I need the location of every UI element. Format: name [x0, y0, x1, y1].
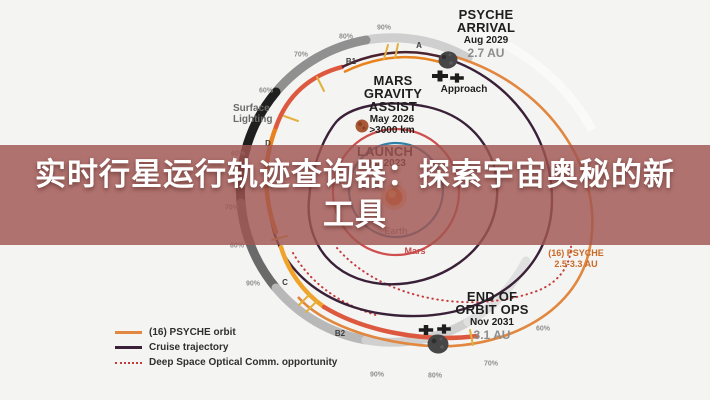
- spacecraft-endops-1-icon: [418, 325, 434, 335]
- phase-d-label: D: [265, 139, 271, 148]
- phase-c-label: C: [282, 278, 288, 287]
- arrival-title-line1: PSYCHE: [458, 7, 514, 22]
- lighting-pct: 80%: [427, 372, 443, 380]
- spacecraft-approach-1-icon: [432, 70, 448, 82]
- mars-assist-line3: ASSIST: [368, 99, 418, 114]
- mars-assist-line2: GRAVITY: [363, 86, 423, 101]
- arrival-title-line2: ARRIVAL: [456, 20, 516, 35]
- lighting-pct: 80%: [338, 33, 354, 41]
- mars-label: Mars: [404, 246, 426, 256]
- mars-assist-date: May 2026: [369, 114, 415, 125]
- spacecraft-icons: [418, 70, 464, 335]
- cruise-key-line: [115, 346, 142, 349]
- endops-distance: 3.1 AU: [473, 328, 511, 342]
- legend-label: (16) PSYCHE orbit: [149, 327, 236, 338]
- phase-c-arc: [278, 244, 327, 310]
- lighting-pct: 90%: [245, 280, 261, 288]
- headline-line2: 工具: [323, 197, 387, 232]
- lighting-pct: 70%: [483, 360, 499, 368]
- legend-item-cruise: Cruise trajectory: [115, 340, 337, 355]
- legend-label: Cruise trajectory: [149, 342, 229, 353]
- psyche-asteroid-endops-icon: [427, 334, 449, 354]
- psyche-range-line1: (16) PSYCHE: [548, 248, 604, 258]
- endops-date: Nov 2031: [470, 317, 514, 328]
- dsoc-dotted-arcs: [292, 242, 573, 317]
- phase-a-label: A: [416, 41, 422, 50]
- endops-line2: ORBIT OPS: [455, 302, 529, 317]
- endops-line1: END OF: [466, 289, 518, 304]
- mars-planet-icon: [355, 119, 369, 133]
- lighting-pct: 90%: [369, 371, 385, 379]
- approach-label: Approach: [440, 84, 488, 95]
- legend-label: Deep Space Optical Comm. opportunity: [149, 357, 338, 368]
- lighting-pct: 70%: [293, 51, 309, 59]
- highlight-swoosh: [476, 27, 596, 133]
- legend-item-psyche-orbit: (16) PSYCHE orbit: [115, 325, 337, 340]
- psyche-orbit-arc: [297, 53, 594, 348]
- surface-lighting-line1: Surface: [233, 103, 270, 114]
- phase-b1-label: B1: [345, 57, 357, 66]
- lighting-pct: 60%: [535, 325, 551, 333]
- arrival-date: Aug 2029: [463, 35, 509, 46]
- headline-banner: 实时行星运行轨迹查询器：探索宇宙奥秘的新 工具: [0, 145, 710, 245]
- surface-lighting-line2: Lighting: [233, 114, 273, 125]
- phase-b2-arc: [321, 304, 480, 341]
- mars-assist-line1: MARS: [373, 73, 413, 88]
- lighting-pct: 60%: [258, 87, 274, 95]
- psyche-asteroid-arrival-icon: [438, 51, 458, 69]
- spacecraft-endops-2-icon: [437, 324, 451, 334]
- spacecraft-approach-2-icon: [450, 73, 464, 83]
- arrival-distance: 2.7 AU: [467, 46, 505, 60]
- headline-line1: 实时行星运行轨迹查询器：探索宇宙奥秘的新: [35, 157, 675, 192]
- phase-b2-label: B2: [334, 329, 346, 338]
- dsoc-key-line: [115, 361, 142, 364]
- phase-b1-arc: [273, 64, 345, 130]
- lighting-pct: 80%: [229, 242, 245, 250]
- mars-assist-altitude: >3000 km: [369, 125, 415, 136]
- psyche-range-line2: 2.5-3.3 AU: [554, 259, 598, 269]
- lighting-pct: 90%: [376, 24, 392, 32]
- phase-a-arc-orange: [343, 55, 447, 74]
- legend-item-dsoc: Deep Space Optical Comm. opportunity: [115, 355, 337, 370]
- psyche-orbit-key-line: [115, 331, 142, 334]
- legend: (16) PSYCHE orbit Cruise trajectory Deep…: [115, 325, 337, 370]
